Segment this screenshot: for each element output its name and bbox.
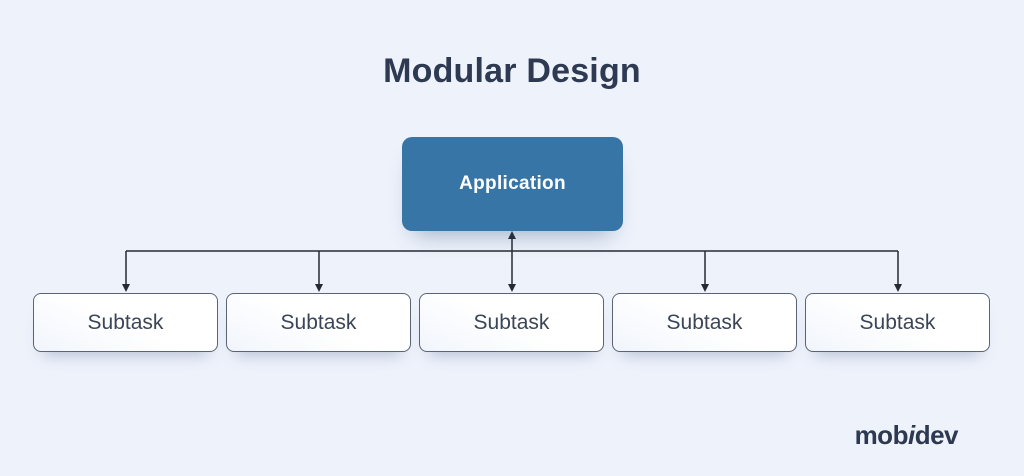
node-subtask-3: Subtask <box>419 293 604 352</box>
arrow-down-icon <box>508 284 516 292</box>
node-subtask-4: Subtask <box>612 293 797 352</box>
diagram-title: Modular Design <box>383 52 641 90</box>
mobidev-logo: mobidev <box>854 420 959 450</box>
arrow-down-icon <box>701 284 709 292</box>
arrow-down-icon <box>315 284 323 292</box>
node-subtask-2: Subtask <box>226 293 411 352</box>
arrow-down-icon <box>122 284 130 292</box>
arrow-up-icon <box>508 231 516 239</box>
node-subtask-1: Subtask <box>33 293 218 352</box>
node-subtask-label: Subtask <box>87 310 164 334</box>
node-subtask-label: Subtask <box>473 310 550 334</box>
node-application-label: Application <box>459 173 566 194</box>
node-application: Application <box>402 137 623 231</box>
node-subtask-label: Subtask <box>859 310 936 334</box>
logo-suffix: dev <box>914 420 959 450</box>
logo-prefix: mob <box>854 420 909 450</box>
arrow-down-icon <box>894 284 902 292</box>
node-subtask-5: Subtask <box>805 293 990 352</box>
node-subtask-label: Subtask <box>666 310 743 334</box>
node-subtask-label: Subtask <box>280 310 357 334</box>
logo-accent: i <box>907 420 915 450</box>
